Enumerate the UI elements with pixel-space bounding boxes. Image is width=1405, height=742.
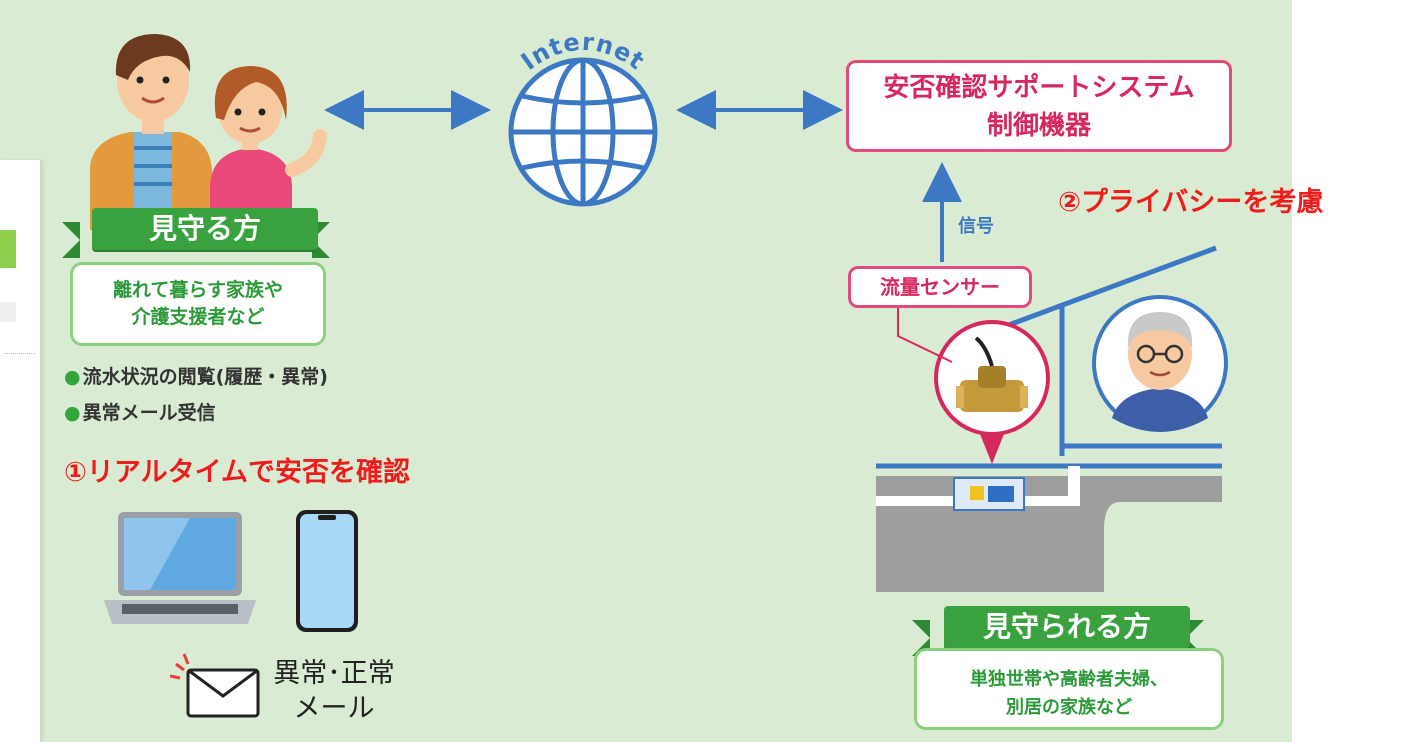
realtime-caption: ①リアルタイムで安否を確認 <box>64 457 411 488</box>
flow-sensor-label: 流量センサー <box>848 266 1032 308</box>
sensor-leader-line <box>897 302 953 363</box>
mail-label: 異常･正常 メール <box>262 656 406 726</box>
system-box-line2: 制御機器 <box>986 111 1091 141</box>
watchers-desc-line2: 介護支援者など <box>131 306 265 328</box>
watchers-ribbon: 見守る方 <box>92 208 318 250</box>
watchers-description: 離れて暮らす家族や 介護支援者など <box>70 262 326 346</box>
bullet-dot-icon: ● <box>64 366 81 388</box>
watched-ribbon: 見守られる方 <box>944 606 1190 648</box>
family-icon <box>90 34 327 230</box>
side-panel-highlight <box>0 230 16 268</box>
globe-icon: Internet <box>508 28 658 207</box>
flow-sensor-icon <box>934 320 1050 464</box>
ribbon-tail-left <box>62 222 80 258</box>
smartphone-icon <box>296 510 358 632</box>
mail-icon <box>170 653 260 718</box>
side-panel <box>0 160 41 742</box>
side-panel-bar <box>0 302 16 322</box>
system-box: 安否確認サポートシステム 制御機器 <box>846 60 1232 152</box>
elderly-man-icon <box>1092 295 1228 432</box>
feature-item: ●異常メール受信 <box>64 398 216 425</box>
feature-text: 異常メール受信 <box>82 402 216 424</box>
mail-label-line1: 異常･正常 <box>273 658 395 689</box>
bullet-dot-icon: ● <box>64 402 81 424</box>
watched-desc-line2: 別居の家族など <box>1006 697 1132 718</box>
feature-text: 流水状況の閲覧(履歴・異常) <box>82 366 328 388</box>
house-icon <box>876 245 1222 592</box>
feature-item: ●流水状況の閲覧(履歴・異常) <box>64 362 328 389</box>
laptop-icon <box>104 512 256 624</box>
watchers-desc-line1: 離れて暮らす家族や <box>112 279 284 301</box>
watched-description: 単独世帯や高齢者夫婦、 別居の家族など <box>914 648 1224 730</box>
watched-desc-line1: 単独世帯や高齢者夫婦、 <box>970 669 1168 690</box>
mail-label-line2: メール <box>293 693 375 724</box>
system-box-line1: 安否確認サポートシステム <box>883 73 1195 103</box>
privacy-caption: ②プライバシーを考慮 <box>1058 187 1324 218</box>
signal-label: 信号 <box>958 216 994 237</box>
side-panel-divider <box>4 353 36 354</box>
